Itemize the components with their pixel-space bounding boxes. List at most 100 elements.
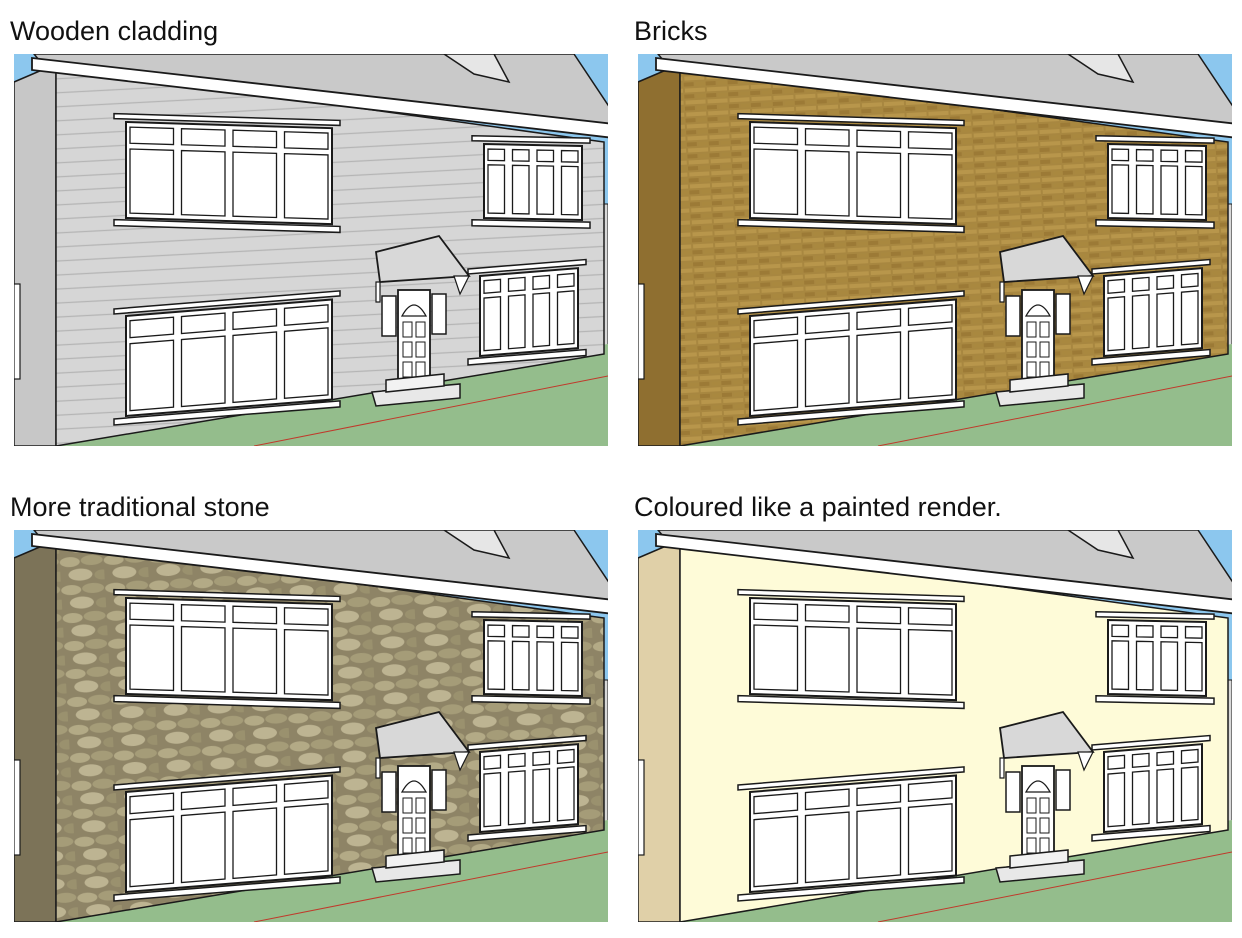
windows [113, 112, 591, 426]
window-pane [232, 129, 278, 149]
window-pane [532, 750, 551, 767]
house-render-image [14, 54, 608, 446]
window-pane [129, 624, 175, 692]
window-pane [180, 312, 226, 335]
window-pane [560, 149, 579, 163]
window-frame [749, 774, 957, 894]
window-pane [1135, 164, 1154, 215]
window-pane [907, 131, 953, 150]
window-pane [804, 811, 850, 884]
window-pane [907, 607, 953, 626]
door-side-light [1005, 771, 1021, 813]
window-pane [907, 803, 953, 876]
door-panel [1039, 817, 1050, 834]
porch-bracket [375, 281, 381, 303]
window-pane [560, 165, 579, 216]
panel-caption: Bricks [634, 16, 708, 46]
window-sill [467, 824, 587, 842]
window-frame [483, 618, 583, 697]
window-pane [1131, 294, 1150, 350]
window-pane [511, 148, 530, 162]
window-pane [907, 628, 953, 696]
window-head [113, 766, 341, 791]
window-pane [283, 152, 329, 220]
guide-line [253, 375, 608, 446]
door-side-light [381, 771, 397, 813]
window-pane [1111, 164, 1130, 215]
door-panel [1026, 341, 1037, 358]
window-pane [804, 625, 850, 693]
window-pane [753, 126, 799, 146]
porch-bracket [375, 757, 381, 779]
window-pane [129, 126, 175, 146]
door-panel [402, 321, 413, 338]
eaves-fascia [655, 532, 1232, 615]
window-pane [507, 752, 526, 769]
window-pane [129, 815, 175, 888]
window-pane [283, 327, 329, 400]
window-pane [753, 624, 799, 692]
eaves-fascia [31, 56, 608, 139]
window-pane [180, 149, 226, 217]
window-pane [232, 151, 278, 219]
window-pane [1107, 278, 1126, 294]
eaves-fascia [655, 56, 1232, 139]
side-window [638, 283, 645, 380]
window-frame [1103, 267, 1203, 358]
windows [737, 112, 1215, 426]
window-pane [1135, 148, 1154, 162]
window-pane [1111, 624, 1130, 638]
window-frame [483, 142, 583, 221]
door-side-light [1055, 293, 1071, 335]
window-pane [1184, 149, 1203, 163]
door-side-light [381, 295, 397, 337]
window-pane [753, 792, 799, 815]
side-wall [14, 62, 57, 446]
roof-window [1066, 530, 1135, 560]
door-step [1009, 849, 1069, 869]
door-panel [415, 797, 426, 814]
window-pane [507, 294, 526, 350]
window-pane [507, 770, 526, 826]
window-sill [1095, 694, 1215, 705]
window-pane [232, 784, 278, 807]
guide-line [877, 375, 1232, 446]
window-frame [125, 774, 333, 894]
window-pane [753, 339, 799, 412]
window-frame [479, 267, 579, 358]
door-step [385, 373, 445, 393]
window-pane [1180, 748, 1199, 765]
side-wall [14, 538, 57, 922]
door-fanlight [400, 780, 428, 793]
window-pane [483, 296, 502, 352]
door-panel [402, 797, 413, 814]
door-panel [1026, 361, 1037, 378]
window-sill [471, 218, 591, 229]
window-pane [856, 627, 902, 695]
window-pane [856, 129, 902, 149]
door-side-light [431, 293, 447, 335]
porch-bracket [453, 751, 470, 772]
window-pane [1111, 148, 1130, 162]
window-pane [129, 792, 175, 815]
window-frame [749, 120, 957, 226]
window-pane [804, 335, 850, 408]
house-render-image [638, 54, 1232, 446]
window-pane [907, 780, 953, 803]
guide-line [877, 851, 1232, 922]
window-head [467, 734, 587, 751]
window-pane [856, 784, 902, 807]
door-panel [1039, 837, 1050, 854]
window-pane [1156, 274, 1175, 291]
window-pane [232, 605, 278, 625]
door-panel [415, 321, 426, 338]
window-pane [1184, 165, 1203, 216]
window-pane [283, 304, 329, 327]
house-illustration [638, 530, 1232, 922]
window-head [1095, 610, 1215, 620]
panel-caption: Wooden cladding [10, 16, 219, 46]
window-pane [856, 151, 902, 219]
house-illustration [14, 54, 608, 446]
window-pane [283, 131, 329, 150]
window-pane [556, 748, 575, 765]
